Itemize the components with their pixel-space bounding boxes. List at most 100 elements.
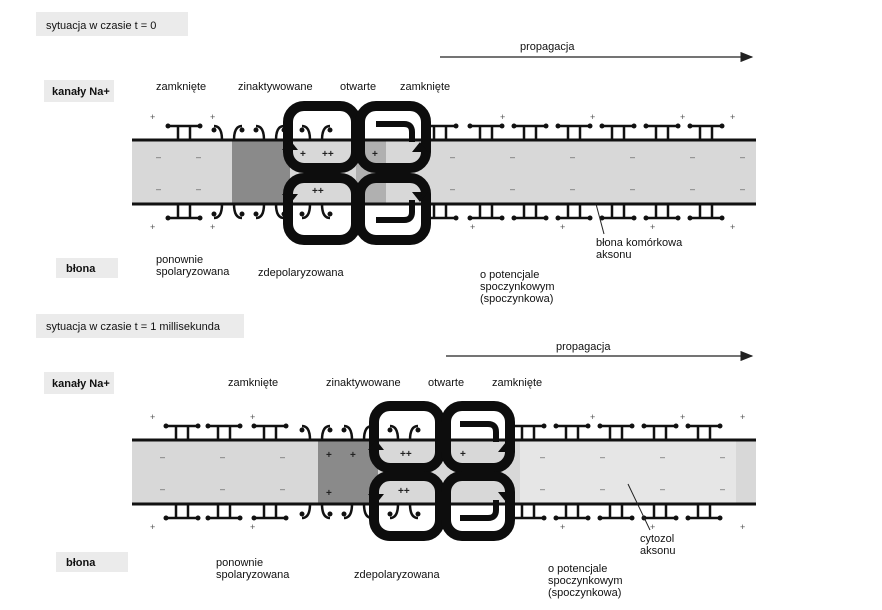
svg-text:++: ++ [312,186,324,197]
region-repolarized-l2: spolaryzowana [156,266,230,278]
svg-text:+: + [560,222,565,232]
svg-text:–: – [740,184,745,194]
svg-text:+: + [460,449,466,460]
closed-channel-icon [509,423,547,440]
svg-text:+: + [326,488,332,499]
inactivated-channel-icon [253,203,287,220]
open-channel-icon [355,173,431,245]
svg-text:–: – [570,184,575,194]
panel-heading: sytuacja w czasie t = 0 [46,20,156,32]
svg-text:+: + [150,412,155,422]
closed-channel-icon [467,204,505,221]
closed-channel-icon [163,504,201,521]
annotation-leader [595,203,605,235]
svg-text:–: – [450,184,455,194]
region-resting-l3: (spoczynkowa) [548,587,621,599]
svg-text:+: + [730,222,735,232]
svg-text:–: – [280,484,285,494]
propagation-label: propagacja [520,41,575,53]
annotation-label: cytozol aksonu [640,533,677,557]
svg-text:–: – [156,152,161,162]
svg-text:–: – [156,184,161,194]
ion-arrow-icon [412,192,428,202]
depolarized-region [318,440,378,504]
closed-channel-icon [205,504,243,521]
closed-channel-icon [165,204,203,221]
svg-text:–: – [510,184,515,194]
closed-channel-icon [205,423,243,440]
channel-state-closed-left: zamknięte [228,377,278,389]
svg-text:+: + [500,112,505,122]
svg-text:+: + [590,412,595,422]
propagation-label: propagacja [556,341,611,353]
annotation-line-2: aksonu [596,249,631,261]
region-resting-l2: spoczynkowym [480,281,555,293]
svg-text:+: + [740,412,745,422]
channels-label-bg [44,80,114,102]
svg-text:++: ++ [322,149,334,160]
channel-state-open: otwarte [428,377,464,389]
svg-text:–: – [160,452,165,462]
region-resting-l3: (spoczynkowa) [480,293,553,305]
region-repolarized-l2: spolaryzowana [216,569,290,581]
svg-text:–: – [660,452,665,462]
open-channel-icon [441,401,515,473]
svg-text:–: – [660,484,665,494]
svg-text:+: + [730,112,735,122]
svg-text:+: + [372,149,378,160]
inactivated-channel-icon [253,124,287,141]
svg-text:+: + [680,412,685,422]
svg-text:–: – [196,184,201,194]
channels-label: kanały Na+ [52,378,110,390]
inactivated-channel-icon [387,503,421,520]
channel-gate-icon [376,200,415,223]
svg-text:+: + [250,522,255,532]
channel-row-t0 [165,123,725,221]
svg-text:+: + [650,522,655,532]
open-channel-icon [369,471,445,541]
annotation-line-1: cytozol [640,533,674,545]
svg-text:+: + [350,450,356,461]
closed-channel-icon [553,504,591,521]
closed-channel-icon [685,504,723,521]
membrane-label-bg [56,258,118,278]
closed-channel-icon [509,504,547,521]
channel-state-open: otwarte [340,81,376,93]
closed-channel-icon [251,504,289,521]
inactivated-channel-icon [211,203,245,220]
charge-signs: ++ + ++++ + ––– ––– –––– –––– +++++ ++++… [150,412,745,532]
channel-row-t1 [163,423,723,521]
svg-text:–: – [630,184,635,194]
ion-arrow-icon [368,494,384,504]
svg-text:+: + [740,522,745,532]
closed-channel-icon [511,204,549,221]
open-channel-icon [369,401,445,473]
ion-arrow-icon [498,442,514,452]
closed-channel-icon [685,423,723,440]
closed-channel-icon [251,423,289,440]
annotation-line-1: błona komórkowa [596,237,683,249]
svg-text:–: – [220,484,225,494]
svg-text:–: – [690,152,695,162]
svg-text:–: – [510,152,515,162]
heading-bg [36,12,188,36]
region-repolarized-l1: ponownie [216,557,263,569]
svg-text:–: – [630,152,635,162]
charge-signs: ++ + ++ + –– –– –– –––– –– –––– ++ ++++ … [150,112,745,232]
channel-state-inactivated: zinaktywowane [326,377,401,389]
svg-text:–: – [280,452,285,462]
membrane-label: błona [66,263,96,275]
depolarized-region [232,140,290,204]
panel-t0: sytuacja w czasie t = 0 propagacja kanał… [36,12,756,305]
ion-arrow-icon [412,142,428,152]
open-channel-icon [355,101,431,173]
closed-channel-icon [641,423,679,440]
channel-state-closed-left: zamknięte [156,81,206,93]
axon-cytosol [132,140,756,204]
svg-text:++: ++ [400,449,412,460]
svg-text:–: – [220,452,225,462]
svg-text:–: – [160,484,165,494]
svg-text:+: + [210,222,215,232]
closed-channel-icon [643,123,681,140]
